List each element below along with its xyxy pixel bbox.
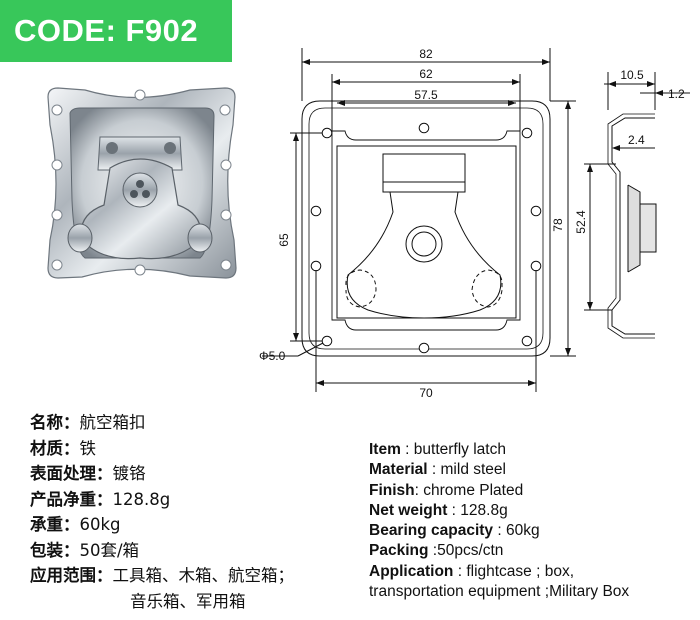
en-application-value-2: transportation equipment ;Military Box [369,583,630,601]
dim-82: 82 [419,47,433,61]
cn-weight-value: 128.8g [112,489,171,509]
cn-finish-label: 表面处理 [30,464,96,483]
dim-1-2: 1.2 [668,87,685,101]
cn-weight-row: 产品净重：128.8g [30,489,171,509]
dim-2-4: 2.4 [628,133,645,147]
cn-name-value: 航空箱扣 [79,413,146,432]
product-code: CODE: F902 [14,13,199,48]
cn-material-row: 材质：铁 [30,438,97,458]
dim-70: 70 [419,386,433,400]
dim-65: 65 [277,233,291,247]
en-application-value-1: flightcase ; box, [466,562,575,580]
dimension-arrows [293,59,571,386]
cn-packing-label: 包装 [30,540,63,560]
en-finish-value: chrome Plated [423,481,524,499]
en-application-label: Application [369,562,454,580]
en-finish-row: Finish: chrome Plated [369,481,524,499]
en-weight-label: Net weight [369,501,448,519]
cn-bearing-row: 承重：60kg [30,515,121,534]
dim-57-5: 57.5 [414,88,438,102]
cn-weight-label: 产品净重 [30,489,96,509]
en-finish-label: Finish [369,481,415,499]
dim-78: 78 [551,218,565,232]
en-packing-label: Packing [369,542,429,560]
dimension-labels: 82 62 57.5 70 65 78 Φ5.0 10.5 1.2 2.4 52… [259,47,685,400]
en-weight-row: Net weight : 128.8g [369,501,508,519]
cn-packing-row: 包装：50套/箱 [30,540,140,560]
side-dimension-arrows [587,81,663,310]
cn-application-label: 应用范围 [30,566,96,585]
cn-packing-value: 50套/箱 [79,540,140,560]
en-bearing-value: 60kg [505,522,540,540]
en-material-row: Material : mild steel [369,461,506,479]
en-application-row: Application : flightcase ; box, [369,562,575,580]
en-weight-value: 128.8g [460,501,508,519]
latch-photo [47,87,237,279]
cn-name-row: 名称：航空箱扣 [30,413,146,432]
cn-finish-value: 镀铬 [112,464,146,483]
front-view-drawing [262,48,576,392]
en-material-label: Material [369,461,428,479]
dim-52-4: 52.4 [574,210,588,234]
en-bearing-row: Bearing capacity : 60kg [369,522,540,540]
en-item-label: Item [369,441,401,458]
cn-material-label: 材质 [30,438,63,458]
en-item-value: butterfly latch [413,441,506,458]
cn-finish-row: 表面处理：镀铬 [30,464,146,483]
dim-hole-diameter: Φ5.0 [259,349,286,363]
cn-application-row-2: 音乐箱、军用箱 [30,589,294,615]
en-bearing-label: Bearing capacity [369,522,494,540]
cn-application-value-2: 音乐箱、军用箱 [130,591,246,611]
dim-62: 62 [419,67,433,81]
cn-material-value: 铁 [79,438,97,458]
cn-bearing-value: 60kg [79,515,121,534]
cn-name-label: 名称 [30,413,63,432]
specs-chinese: 名称：航空箱扣 材质：铁 表面处理：镀铬 产品净重：128.8g 承重：60kg… [30,410,294,614]
en-packing-value: 50pcs/ctn [437,542,504,560]
en-application-row-2: transportation equipment ;Military Box [369,582,629,602]
cn-application-row: 应用范围：工具箱、木箱、航空箱； [30,566,295,585]
cn-bearing-label: 承重 [30,515,63,534]
en-item-row: Item : butterfly latch [369,441,506,458]
cn-application-value-1: 工具箱、木箱、航空箱； [112,566,295,585]
en-packing-row: Packing :50pcs/ctn [369,542,504,560]
product-code-badge: CODE: F902 [0,0,232,62]
specs-english: Item : butterfly latch Material : mild s… [369,440,629,602]
side-view-drawing [584,72,690,339]
en-material-value: mild steel [440,461,506,479]
dim-10-5: 10.5 [620,68,644,82]
